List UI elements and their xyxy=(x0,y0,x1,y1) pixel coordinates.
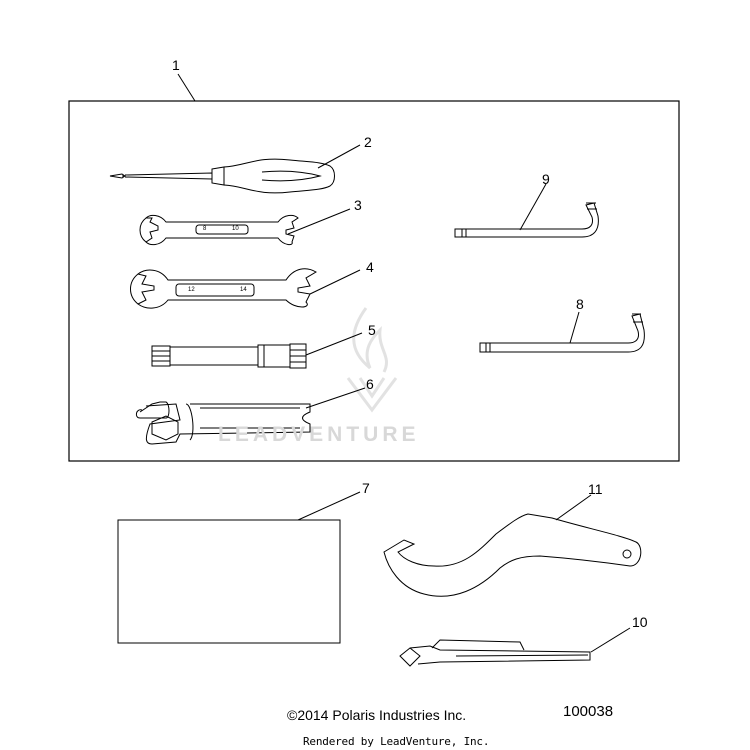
callout-8: 8 xyxy=(576,296,584,312)
leader-line-8 xyxy=(569,311,580,344)
leader-line-10 xyxy=(590,627,631,653)
leader-line-4 xyxy=(309,269,361,295)
leader-line-3 xyxy=(287,208,351,235)
open-end-wrench-8-10 xyxy=(139,214,299,246)
watermark-text: LEADVENTURE xyxy=(218,423,420,446)
hex-handle-tool xyxy=(135,401,311,445)
callout-10: 10 xyxy=(632,614,648,630)
leader-line-1 xyxy=(177,73,196,102)
l-hex-key-small xyxy=(454,202,599,238)
angled-hex-tool xyxy=(399,639,591,667)
part-number: 100038 xyxy=(563,703,614,720)
open-end-wrench-12-14 xyxy=(130,268,317,309)
spanner-wrench xyxy=(383,513,642,597)
callout-1: 1 xyxy=(172,57,180,73)
leadventure-watermark-logo xyxy=(346,307,398,413)
leader-line-6 xyxy=(305,387,366,409)
wrench-large-size-a: 12 xyxy=(188,287,195,293)
callout-4: 4 xyxy=(366,259,374,275)
wrench-small-size-b: 10 xyxy=(232,226,239,232)
wrench-large-size-b: 14 xyxy=(240,287,247,293)
spark-plug-socket xyxy=(151,343,307,369)
leader-line-7 xyxy=(297,491,361,521)
callout-7: 7 xyxy=(362,480,370,496)
l-hex-key-large xyxy=(479,313,645,353)
leader-line-9 xyxy=(519,183,547,231)
callout-11: 11 xyxy=(588,481,603,497)
screwdriver xyxy=(109,158,335,194)
wrench-small-size-a: 8 xyxy=(203,226,207,232)
manual-sheet xyxy=(117,519,341,644)
callout-5: 5 xyxy=(368,322,376,338)
rendered-by-text: Rendered by LeadVenture, Inc. xyxy=(303,735,490,748)
tool-kit-box xyxy=(68,100,680,462)
callout-2: 2 xyxy=(364,134,372,150)
callout-6: 6 xyxy=(366,376,374,392)
callout-9: 9 xyxy=(542,171,550,187)
leader-line-5 xyxy=(305,332,363,356)
callout-3: 3 xyxy=(354,197,362,213)
leader-line-11 xyxy=(555,494,592,521)
copyright-text: ©2014 Polaris Industries Inc. xyxy=(287,707,467,723)
